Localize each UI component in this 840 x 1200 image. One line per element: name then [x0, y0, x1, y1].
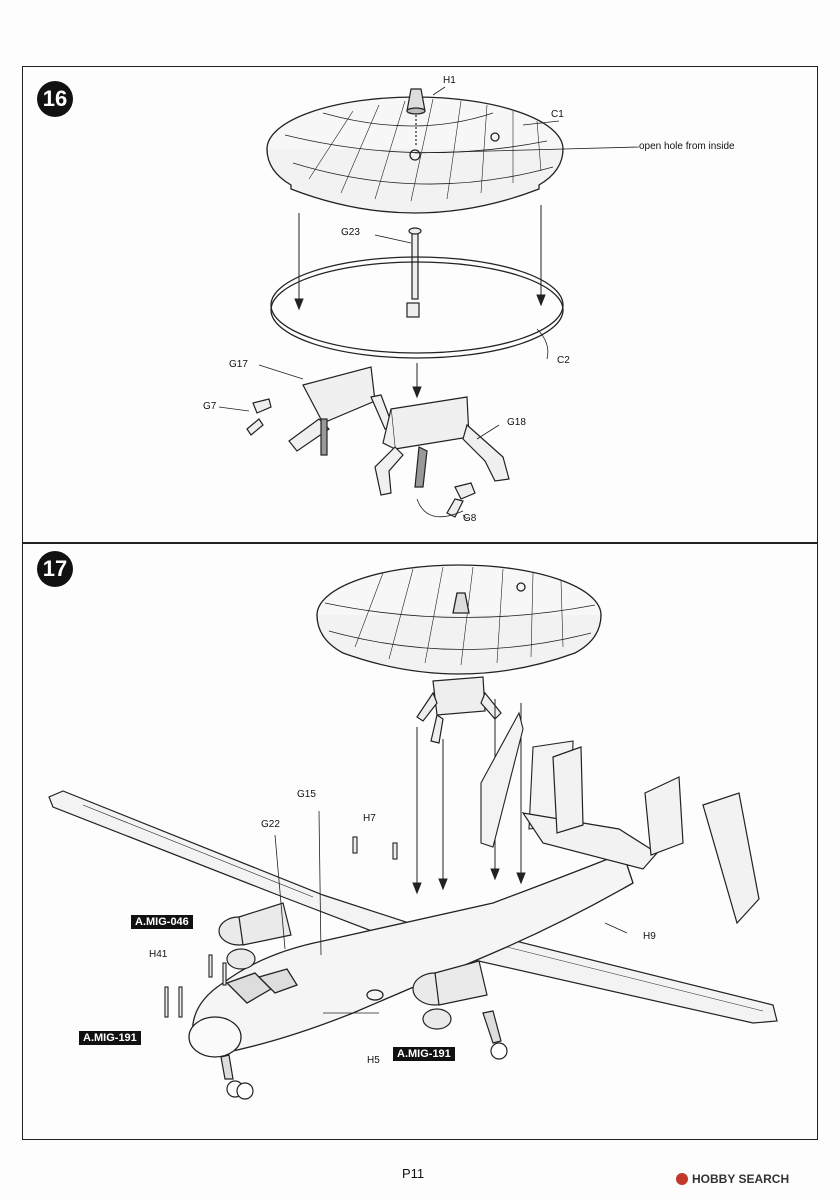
aircraft-tail	[521, 746, 760, 925]
label-g8: G8	[463, 513, 477, 524]
step-16-panel: 16	[22, 66, 818, 544]
label-h7: H7	[363, 813, 376, 824]
paint-code-mig-191-right: A.MIG-191	[393, 1047, 455, 1061]
label-g15: G15	[297, 789, 316, 800]
paint-code-mig-191-left: A.MIG-191	[79, 1031, 141, 1045]
label-h5: H5	[367, 1055, 380, 1066]
hobby-search-logo-icon	[676, 1173, 688, 1185]
page-number: P11	[402, 1166, 425, 1181]
label-g23: G23	[341, 227, 360, 238]
label-h9: H9	[643, 931, 656, 942]
label-c1: C1	[551, 109, 564, 120]
watermark: HOBBY SEARCH	[676, 1172, 789, 1186]
rotodome-assembled	[316, 564, 602, 675]
label-g18: G18	[507, 417, 526, 428]
step-17-badge: 17	[37, 551, 73, 587]
ring-c2	[270, 256, 564, 360]
step-16-drawing	[218, 86, 640, 520]
cone-h1	[406, 86, 446, 147]
rotodome-top-c1	[266, 96, 564, 214]
part-g7	[218, 398, 272, 436]
label-c2: C2	[557, 355, 570, 366]
rotodome-pylon	[416, 676, 502, 744]
step-17-panel: 17	[22, 542, 818, 1140]
label-open-hole-note: open hole from inside	[639, 141, 735, 152]
assembly-arrows-16	[294, 120, 640, 399]
label-g17: G17	[229, 359, 248, 370]
aircraft-fuselage	[188, 852, 634, 1058]
landing-gear	[220, 1010, 508, 1100]
part-g8	[416, 482, 476, 520]
step-17-drawing	[48, 564, 778, 1100]
paint-code-mig-046: A.MIG-046	[131, 915, 193, 929]
label-g7: G7	[203, 401, 217, 412]
bracket-g17	[258, 364, 394, 456]
assembly-arrows-17	[412, 699, 526, 895]
label-h41: H41	[149, 949, 168, 960]
shaft-g23	[374, 227, 422, 318]
label-h1: H1	[443, 75, 456, 86]
aircraft-wings	[48, 790, 778, 1024]
watermark-text: HOBBY SEARCH	[692, 1172, 790, 1186]
aircraft-engines	[218, 902, 488, 1030]
label-g22: G22	[261, 819, 280, 830]
pylon-g18	[374, 396, 510, 496]
step-16-badge: 16	[37, 81, 73, 117]
small-parts-pins	[164, 810, 628, 1018]
